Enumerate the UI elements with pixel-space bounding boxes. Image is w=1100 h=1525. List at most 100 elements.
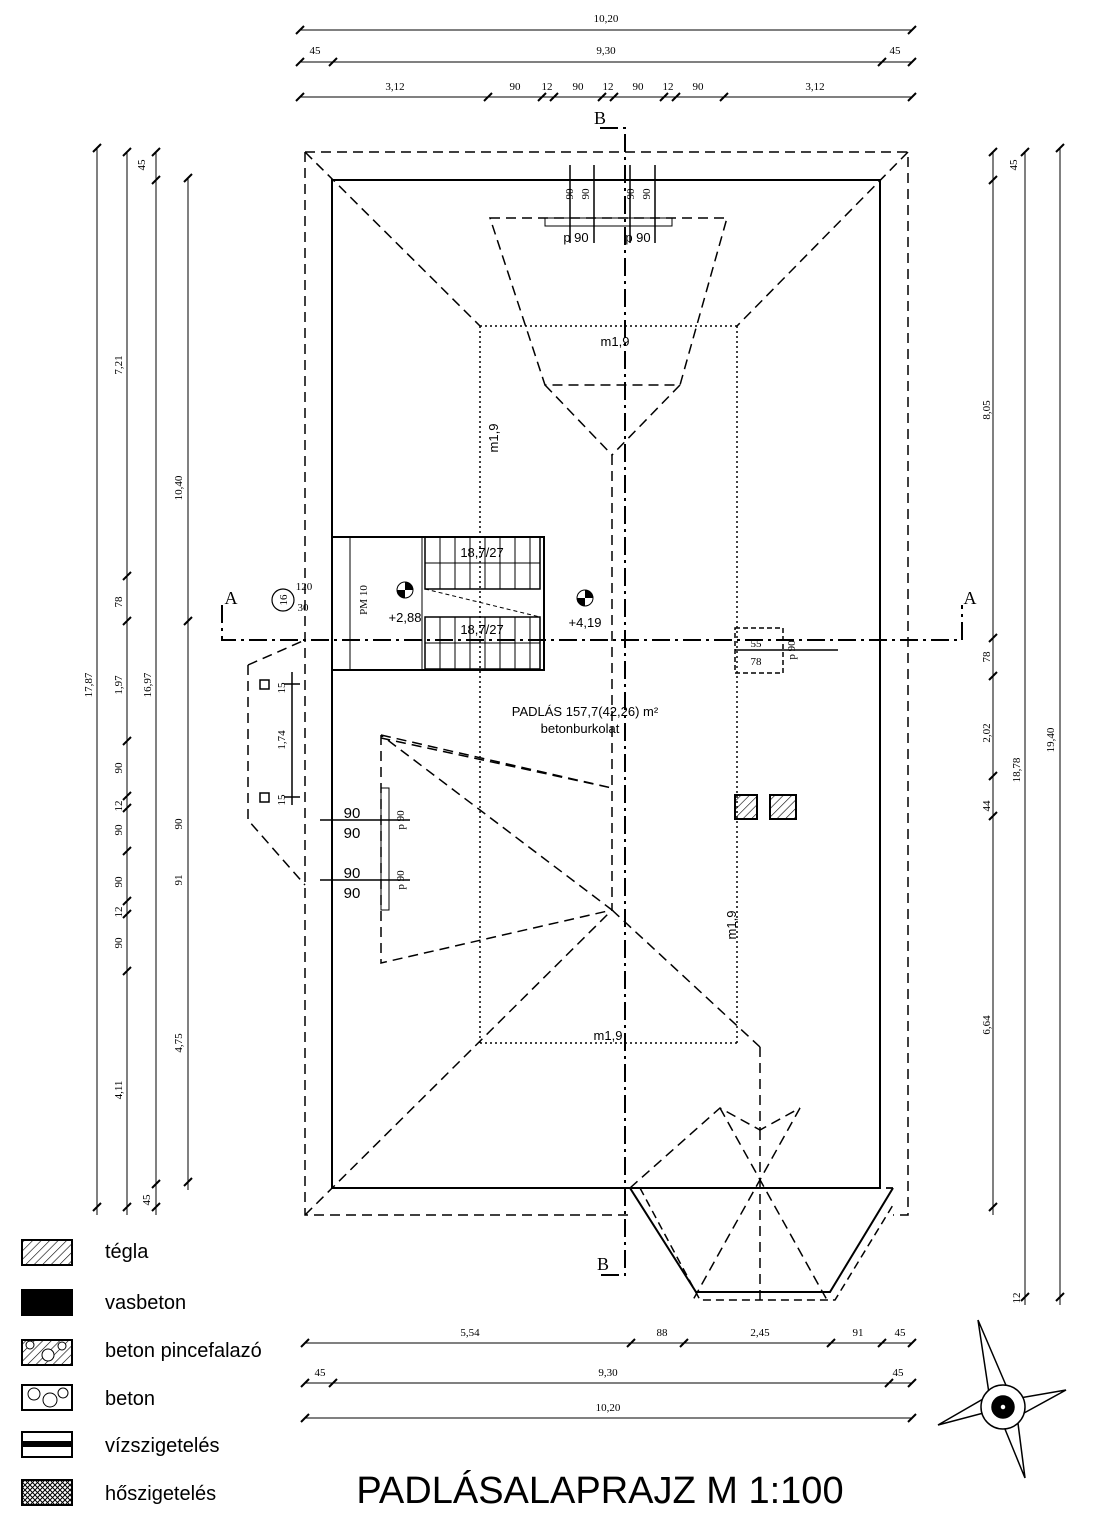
dim-right-a-2: 78: [981, 651, 993, 663]
legend-label-4: vízszigetelés: [105, 1435, 220, 1457]
window-1-top: 90: [344, 805, 361, 822]
level-label-1: +2,88: [389, 610, 422, 625]
dormer-dim-2: 90: [580, 188, 592, 200]
stair-callout-top: 120: [296, 581, 313, 593]
dim-left-b-4: 90: [113, 762, 125, 774]
dim-bottom-r1-0: 5,54: [460, 1327, 480, 1339]
dormer-parapet-2: p 90: [625, 230, 650, 245]
dim-right-a-1: 8,05: [981, 400, 993, 420]
slope-label-bottom: m1,9: [594, 1028, 623, 1043]
wall-outline: [331, 179, 881, 1189]
dim-left-b-3: 1,97: [113, 675, 125, 695]
dim-right-a-3: 2,02: [981, 723, 993, 742]
stair-pm-label: PM 10: [358, 585, 370, 615]
level-label-2: +4,19: [569, 615, 602, 630]
vent-1: [734, 794, 758, 820]
drawing-title: PADLÁSALAPRAJZ M 1:100: [356, 1469, 843, 1512]
dim-top-r3-3: 90: [573, 81, 585, 93]
section-line-b: [600, 127, 626, 1276]
dim-left-a: 17,87: [83, 672, 95, 697]
dim-left-d-3: 4,75: [173, 1033, 185, 1053]
dim-right-a-4: 44: [981, 800, 993, 812]
dim-left-b-2: 78: [113, 596, 125, 608]
dim-top-r3-6: 12: [663, 81, 674, 93]
slope-label-right: m1,9: [724, 911, 739, 940]
dim-left-b-11: 45: [141, 1194, 153, 1206]
window-2-top: 90: [344, 865, 361, 882]
dim-left-b-9: 90: [113, 937, 125, 949]
dormer-dim-3: 90: [625, 188, 637, 200]
legend-label-3: beton: [105, 1388, 155, 1410]
dim-gable-2: 1,74: [276, 730, 288, 750]
dim-bottom-overall: 10,20: [596, 1402, 621, 1414]
dim-left-c: 16,97: [142, 672, 154, 697]
dim-top-r3-2: 12: [542, 81, 553, 93]
slope-label-left: m1,9: [486, 424, 501, 453]
dim-gable-1: 15: [276, 682, 288, 694]
chimney-dim-a: 55: [751, 638, 763, 650]
dim-top-r3-8: 3,12: [805, 81, 824, 93]
octagon-bay: [629, 1187, 894, 1293]
dim-left-b-1: 7,21: [113, 355, 125, 374]
dim-bottom-r2-0: 45: [315, 1367, 327, 1379]
section-b-bottom: B: [597, 1254, 609, 1274]
room-finish: betonburkolat: [541, 721, 620, 736]
dim-left-b-5: 12: [113, 801, 125, 812]
slope-label-top: m1,9: [601, 334, 630, 349]
north-arrow-icon: [937, 1319, 1067, 1479]
legend-label-0: tégla: [105, 1241, 149, 1263]
stair-callout-number: 16: [278, 594, 290, 606]
dim-top-r3-7: 90: [693, 81, 705, 93]
vent-2: [769, 794, 797, 820]
stair-label-upper: 18,7/27: [460, 545, 503, 560]
eaves-outline-left: [304, 152, 630, 1216]
dim-left-b-10: 4,11: [113, 1081, 125, 1100]
dim-left-b-7: 90: [113, 876, 125, 888]
dim-left-d-0: 10,40: [173, 475, 185, 500]
chimney-dim-b: 78: [751, 656, 763, 668]
dim-top-r2-1: 9,30: [596, 45, 616, 57]
dormer-dim-1: 90: [564, 188, 576, 200]
dim-right-b: 18,78: [1011, 757, 1023, 782]
level-marker-2: [576, 589, 594, 607]
dim-right-a-6: 12: [1011, 1293, 1023, 1304]
dim-top-r2-0: 45: [310, 45, 322, 57]
section-a-right: A: [964, 588, 977, 608]
legend-swatch-insulation: [21, 1479, 73, 1506]
dim-left-b-0: 45: [136, 159, 148, 171]
dim-left-b-8: 12: [113, 907, 125, 918]
eaves-outline: [305, 151, 909, 1216]
dim-top-r3-4: 12: [603, 81, 614, 93]
legend-label-5: hőszigetelés: [105, 1483, 216, 1505]
dormer-dim-4: 90: [641, 188, 653, 200]
dim-top-r3-5: 90: [633, 81, 645, 93]
dim-top-overall: 10,20: [594, 13, 619, 25]
dim-bottom-r2-1: 9,30: [598, 1367, 618, 1379]
dim-right-c: 19,40: [1045, 727, 1057, 752]
dim-bottom-r1-4: 45: [895, 1327, 907, 1339]
dim-bottom-r1-3: 91: [853, 1327, 864, 1339]
legend-label-2: beton pincefalazó: [105, 1340, 262, 1362]
window-2-bottom: 90: [344, 885, 361, 902]
dim-top-r3-1: 90: [510, 81, 522, 93]
legend: tégla vasbeton beton pincefalazó beton v…: [21, 1239, 262, 1506]
legend-label-1: vasbeton: [105, 1292, 186, 1314]
room-name: PADLÁS 157,7(42,26) m²: [512, 704, 659, 719]
stair-callout-circle: [271, 588, 295, 612]
chimney-parapet: p 90: [786, 640, 798, 660]
section-line-a: [221, 605, 963, 641]
section-a-left: A: [225, 588, 238, 608]
dim-gable-3: 15: [276, 794, 288, 806]
dormer-parapet-1: p 90: [563, 230, 588, 245]
dim-bottom-r1-1: 88: [657, 1327, 669, 1339]
window-1-bottom: 90: [344, 825, 361, 842]
stair-callout-bottom: 30: [298, 602, 310, 614]
dim-bottom-r2-2: 45: [893, 1367, 905, 1379]
legend-swatch-brick: [21, 1239, 73, 1266]
level-marker-1: [396, 581, 414, 599]
dim-bottom-r1-2: 2,45: [750, 1327, 770, 1339]
dim-left-d-1: 90: [173, 818, 185, 830]
dim-right-a-0: 45: [1008, 159, 1020, 171]
dim-left-d-2: 91: [173, 875, 185, 886]
